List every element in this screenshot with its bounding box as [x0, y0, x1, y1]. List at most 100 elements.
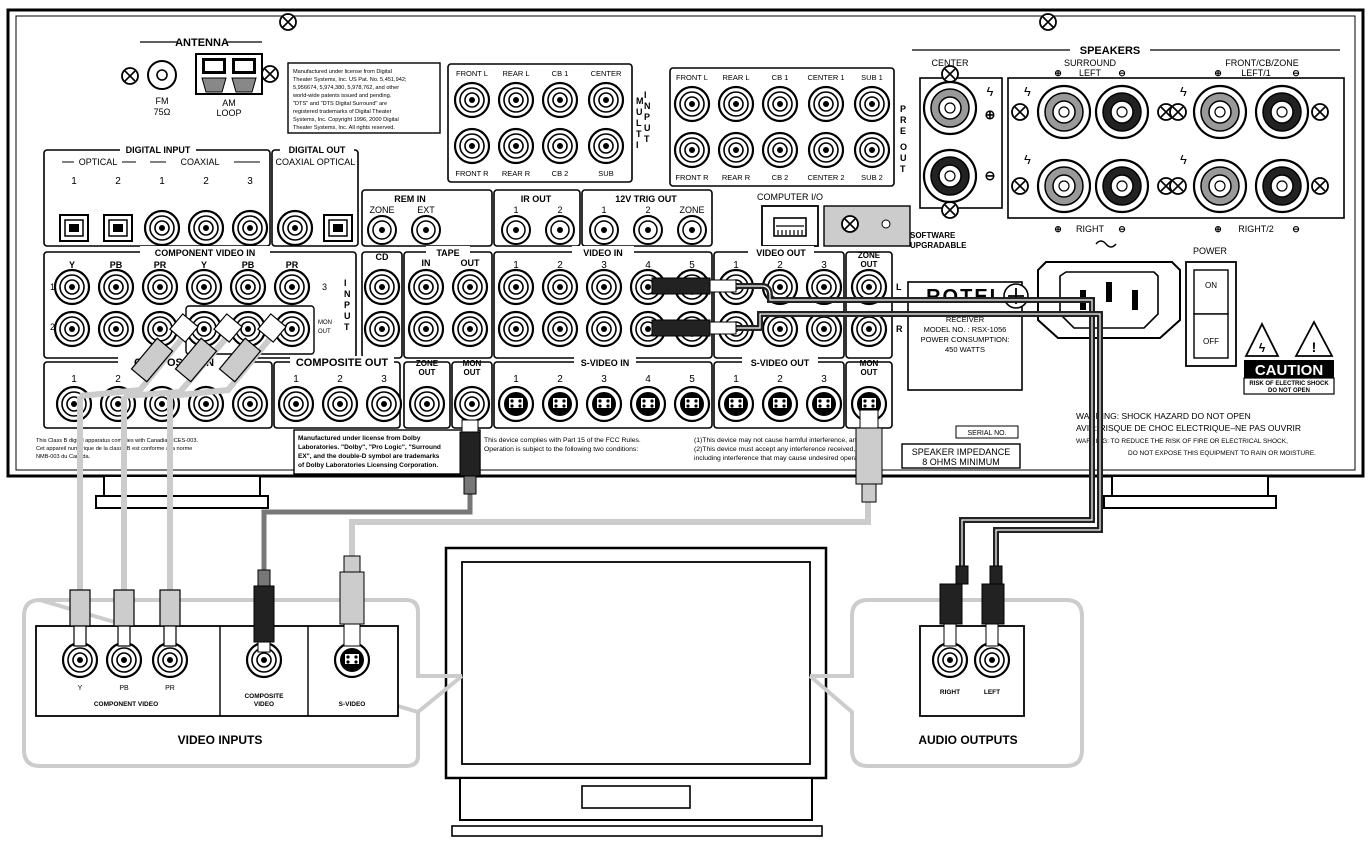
caution-sub1: RISK OF ELECTRIC SHOCK — [1249, 381, 1329, 387]
pre-out-jack[interactable] — [853, 131, 891, 169]
av-jack[interactable] — [363, 268, 401, 306]
svideo-out-jack[interactable] — [717, 385, 755, 423]
av-jack[interactable] — [451, 310, 489, 348]
front-right-minus[interactable] — [1254, 158, 1310, 214]
pre-out-jack[interactable] — [761, 131, 799, 169]
ir-out-1-jack[interactable] — [501, 215, 531, 245]
av-jack[interactable] — [541, 268, 579, 306]
svideo-in-jack[interactable] — [541, 385, 579, 423]
mon-composite-out-jack[interactable] — [453, 385, 491, 423]
multi-input-jack[interactable] — [497, 127, 535, 165]
trig-out-2-jack[interactable] — [633, 215, 663, 245]
composite-out-jack[interactable] — [277, 385, 315, 423]
optical-in-2-jack[interactable] — [103, 214, 133, 242]
svideo-out-jack[interactable] — [761, 385, 799, 423]
component-jack[interactable] — [229, 268, 267, 306]
surround-left-plus[interactable] — [1036, 84, 1092, 140]
multi-input-jack[interactable] — [587, 127, 625, 165]
av-jack[interactable] — [451, 268, 489, 306]
tv-component-pb-jack[interactable] — [105, 641, 143, 679]
component-label: PR — [286, 260, 299, 270]
audio-out-right-jack[interactable] — [931, 641, 969, 679]
dolby-line: Manufactured under license from Dolby — [298, 435, 421, 442]
component-jack[interactable] — [53, 310, 91, 348]
speaker-impedance-box — [901, 443, 1021, 469]
component-jack[interactable] — [273, 268, 311, 306]
component-jack[interactable] — [97, 268, 135, 306]
audio-out-left-jack[interactable] — [973, 641, 1011, 679]
front-left-minus[interactable] — [1254, 84, 1310, 140]
pre-out-jack[interactable] — [853, 85, 891, 123]
av-jack[interactable] — [585, 268, 623, 306]
svideo-out-number: 1 — [733, 374, 739, 385]
multi-input-jack[interactable] — [541, 127, 579, 165]
multi-input-jack[interactable] — [541, 81, 579, 119]
optical-in-1-jack[interactable] — [59, 214, 89, 242]
component-jack[interactable] — [97, 310, 135, 348]
composite-in-jack[interactable] — [231, 385, 269, 423]
component-plugs — [130, 313, 287, 383]
digital-out-optical-jack[interactable] — [323, 214, 353, 242]
multi-input-jack[interactable] — [453, 127, 491, 165]
trig-out-zone-jack[interactable] — [677, 215, 707, 245]
surround-left-minus[interactable] — [1094, 84, 1150, 140]
svg-text:⊕: ⊕ — [1214, 224, 1222, 234]
composite-in-jack[interactable] — [55, 385, 93, 423]
tv-component-y-jack[interactable] — [61, 641, 99, 679]
pre-out-jack[interactable] — [717, 131, 755, 169]
av-jack[interactable] — [585, 310, 623, 348]
surround-right-label: RIGHT — [1076, 224, 1105, 234]
composite-out-jack[interactable] — [365, 385, 403, 423]
av-jack[interactable] — [850, 310, 888, 348]
component-label: PB — [242, 260, 255, 270]
ir-out-2-jack[interactable] — [545, 215, 575, 245]
fcc2-line: (1)This device may not cause harmful int… — [694, 437, 860, 444]
svideo-in-jack[interactable] — [585, 385, 623, 423]
front-left-plus[interactable] — [1192, 84, 1248, 140]
coaxial-in-2-jack[interactable] — [187, 209, 225, 247]
zone-composite-out-jack[interactable] — [408, 385, 446, 423]
av-jack[interactable] — [497, 310, 535, 348]
composite-out-jack[interactable] — [321, 385, 359, 423]
speakers-front-label: FRONT/CB/ZONE — [1225, 58, 1299, 68]
tv-svideo-jack[interactable] — [333, 641, 371, 679]
digital-out-coaxial-jack[interactable] — [276, 209, 314, 247]
av-jack[interactable] — [497, 268, 535, 306]
pre-out-jack[interactable] — [717, 85, 755, 123]
coaxial-in-3-jack[interactable] — [231, 209, 269, 247]
av-jack[interactable] — [541, 310, 579, 348]
center-minus-terminal[interactable] — [922, 148, 978, 204]
coaxial-in-1-jack[interactable] — [143, 209, 181, 247]
tv-component-pr-jack[interactable] — [151, 641, 189, 679]
pre-out-jack[interactable] — [761, 85, 799, 123]
trig-out-1-jack[interactable] — [589, 215, 619, 245]
component-jack[interactable] — [185, 268, 223, 306]
svideo-in-jack[interactable] — [673, 385, 711, 423]
svideo-in-jack[interactable] — [629, 385, 667, 423]
multi-input-jack[interactable] — [453, 81, 491, 119]
center-plus-terminal[interactable] — [922, 80, 978, 136]
pre-out-jack[interactable] — [673, 131, 711, 169]
av-jack[interactable] — [407, 310, 445, 348]
front-right-plus[interactable] — [1192, 158, 1248, 214]
component-jack[interactable] — [53, 268, 91, 306]
av-jack[interactable] — [805, 310, 843, 348]
av-jack[interactable] — [407, 268, 445, 306]
pre-out-jack[interactable] — [807, 85, 845, 123]
surround-right-plus[interactable] — [1036, 158, 1092, 214]
multi-input-jack[interactable] — [497, 81, 535, 119]
component-jack[interactable] — [141, 268, 179, 306]
rem-in-zone-jack[interactable] — [367, 215, 397, 245]
pre-out-jack[interactable] — [807, 131, 845, 169]
av-jack[interactable] — [363, 310, 401, 348]
svideo-in-jack[interactable] — [497, 385, 535, 423]
dts-notice-line: 5,956674, 5,974,380, 5,978,762, and othe… — [293, 85, 399, 91]
svideo-out-jack[interactable] — [805, 385, 843, 423]
surround-right-minus[interactable] — [1094, 158, 1150, 214]
multi-input-jack[interactable] — [587, 81, 625, 119]
pre-out-jack[interactable] — [673, 85, 711, 123]
av-jack[interactable] — [761, 310, 799, 348]
digital-out-title: DIGITAL OUT — [289, 145, 346, 155]
rem-in-ext-jack[interactable] — [411, 215, 441, 245]
